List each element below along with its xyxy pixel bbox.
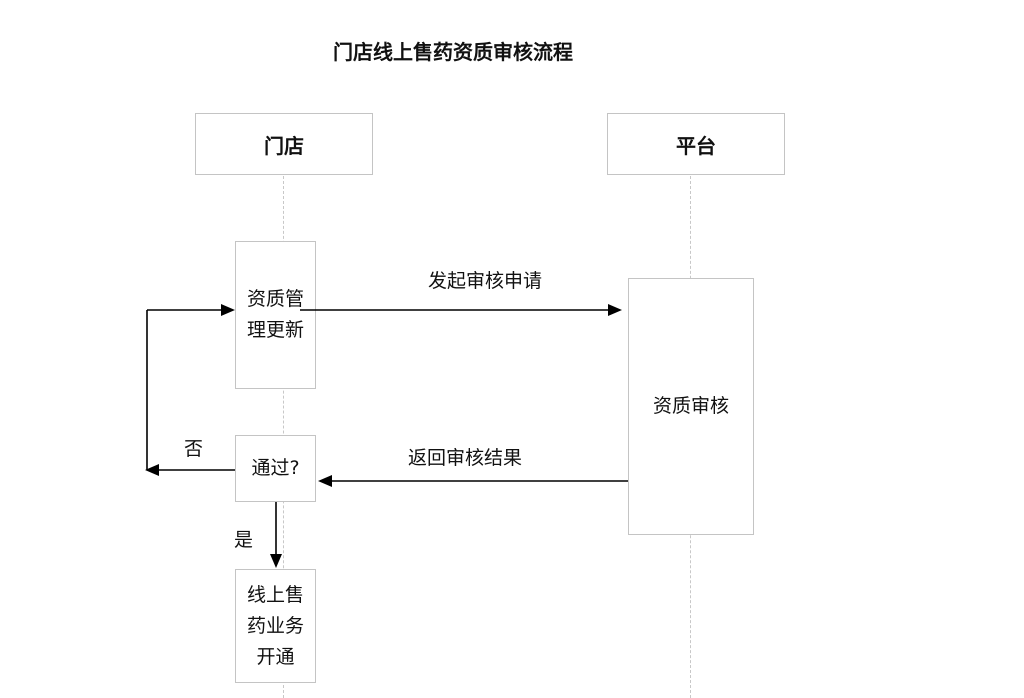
result-arrow bbox=[318, 475, 628, 487]
request-arrow bbox=[300, 304, 622, 316]
yes-arrow bbox=[270, 502, 282, 568]
request-message-label: 发起审核申请 bbox=[428, 270, 543, 292]
qualification-update-label-line2: 理更新 bbox=[246, 319, 304, 341]
lane-header-store: 门店 bbox=[195, 113, 373, 175]
qualification-review-box: 资质审核 bbox=[628, 278, 754, 535]
lane-header-platform: 平台 bbox=[607, 113, 785, 175]
diagram-title: 门店线上售药资质审核流程 bbox=[333, 40, 573, 64]
qualification-review-label: 资质审核 bbox=[652, 395, 729, 417]
decision-yes-label: 是 bbox=[234, 529, 254, 551]
decision-no-label: 否 bbox=[184, 438, 204, 460]
online-sales-open-box: 线上售 药业务 开通 bbox=[235, 569, 316, 683]
result-message-label: 返回审核结果 bbox=[408, 447, 523, 469]
approval-check-box: 通过? bbox=[235, 435, 316, 502]
online-sales-open-label-line2: 药业务 bbox=[246, 614, 304, 637]
online-sales-open-label-line3: 开通 bbox=[256, 645, 295, 668]
approval-check-label: 通过? bbox=[251, 457, 300, 479]
qualification-update-box: 资质管 理更新 bbox=[235, 241, 316, 389]
qualification-update-label-line1: 资质管 bbox=[246, 288, 304, 310]
online-sales-open-label-line1: 线上售 bbox=[246, 583, 304, 606]
